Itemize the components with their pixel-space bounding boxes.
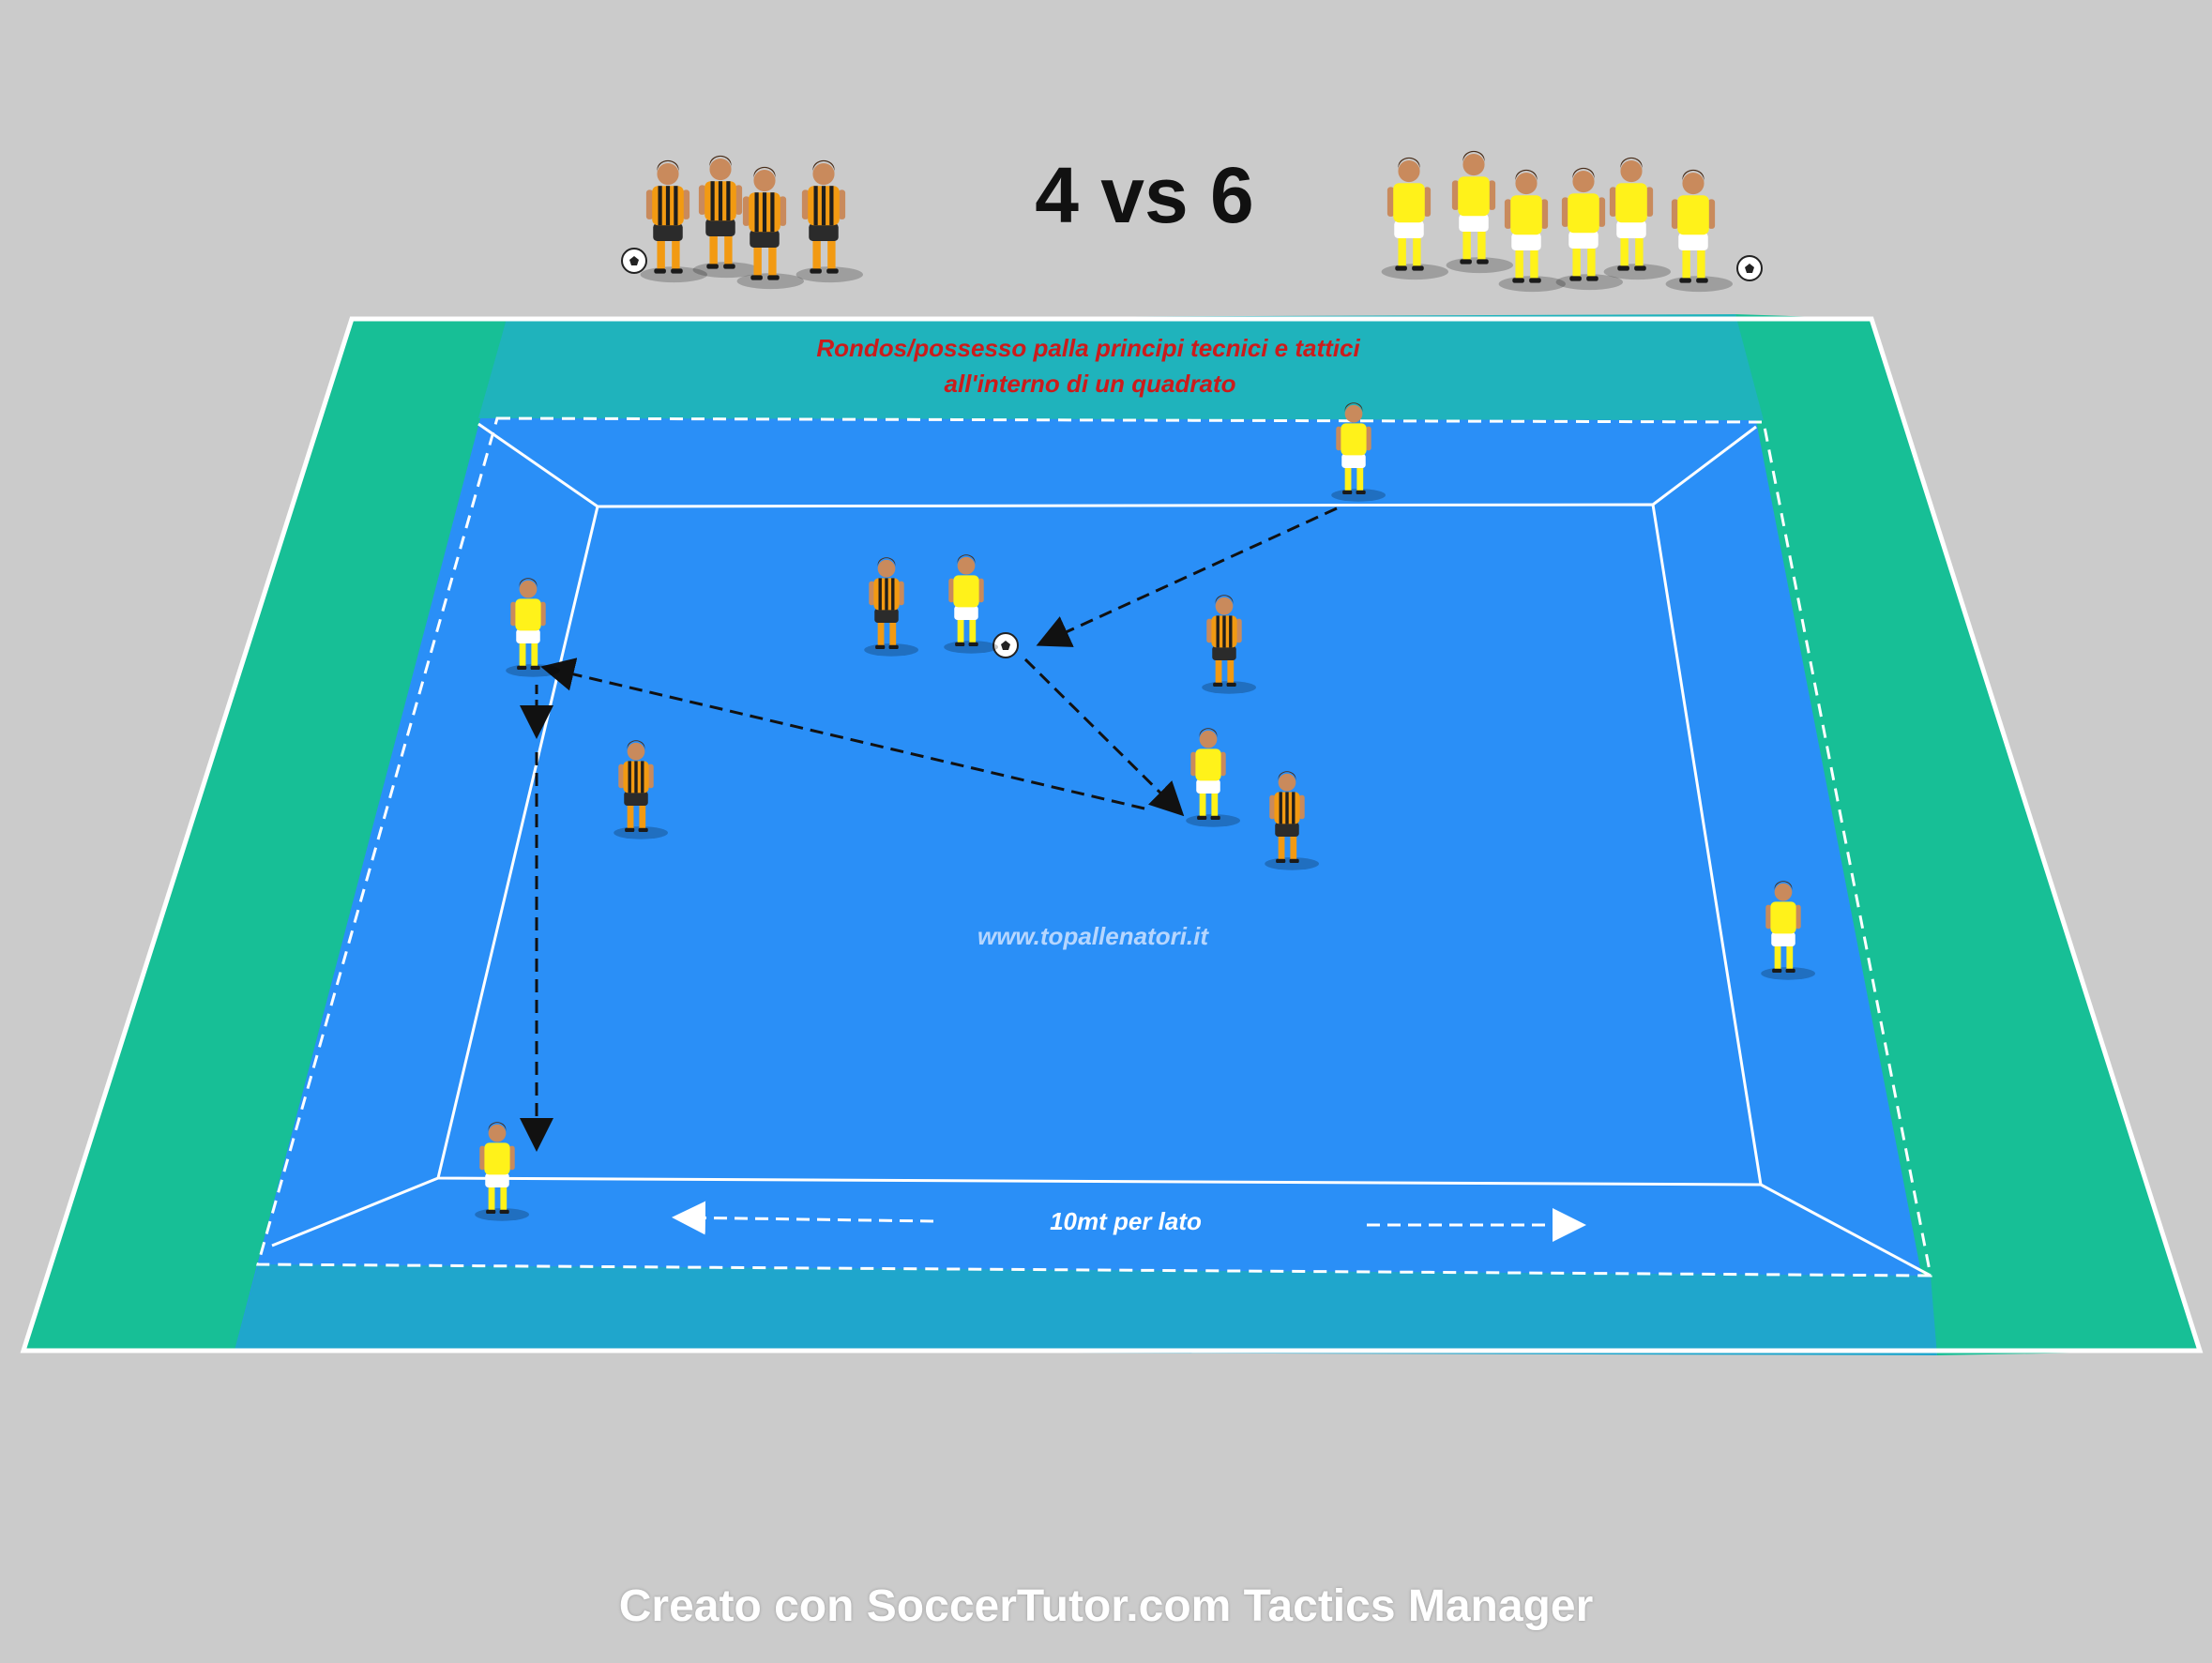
player-yellow-white-icon bbox=[1555, 167, 1623, 291]
pass-arrow-1 bbox=[1036, 506, 1338, 647]
footer-credit: Creato con SoccerTutor.com Tactics Manag… bbox=[618, 1581, 1594, 1631]
pitch-outline bbox=[20, 316, 2204, 1353]
soccer-ball-icon bbox=[1736, 255, 1763, 281]
pitch-surface bbox=[23, 319, 2200, 1351]
player-yellow-white-icon bbox=[506, 578, 560, 677]
player-orange-black-icon bbox=[736, 166, 804, 290]
player-yellow-white-icon bbox=[1665, 169, 1733, 293]
corner-line-bl bbox=[271, 1176, 439, 1247]
corner-line-br bbox=[1760, 1183, 1932, 1277]
player-yellow-white-icon bbox=[944, 554, 998, 654]
bottom-teal-band bbox=[235, 1264, 1937, 1355]
watermark-url: www.topallenatori.it bbox=[977, 922, 1209, 950]
pass-arrow-2 bbox=[1023, 658, 1185, 817]
player-yellow-white-icon bbox=[1331, 402, 1386, 502]
player-orange-black-icon bbox=[795, 159, 863, 283]
player-orange-black-icon bbox=[864, 557, 918, 657]
player-yellow-white-icon bbox=[1603, 157, 1671, 280]
player-orange-black-icon bbox=[614, 740, 668, 839]
corner-line-tl bbox=[477, 422, 598, 508]
dimension-arrow-left bbox=[672, 1201, 934, 1235]
player-yellow-white-icon bbox=[1498, 169, 1566, 293]
left-green-band bbox=[23, 319, 507, 1351]
player-orange-black-icon bbox=[692, 155, 760, 279]
player-orange-black-icon bbox=[640, 159, 707, 283]
soccer-ball-icon bbox=[621, 248, 647, 274]
drill-caption-line2: all'interno di un quadrato bbox=[945, 370, 1236, 398]
player-yellow-white-icon bbox=[475, 1122, 529, 1221]
player-yellow-white-icon bbox=[1761, 881, 1815, 980]
player-orange-black-icon bbox=[1202, 595, 1256, 694]
player-yellow-white-icon bbox=[1186, 728, 1240, 827]
corner-line-tr bbox=[1652, 425, 1757, 506]
drill-caption-line1: Rondos/possesso palla principi tecnici e… bbox=[816, 334, 1360, 362]
right-green-band bbox=[1735, 314, 2200, 1355]
top-teal-band bbox=[478, 314, 1764, 420]
dimension-label: 10mt per lato bbox=[1050, 1207, 1202, 1235]
soccer-ball-icon bbox=[992, 632, 1019, 658]
players-layer bbox=[475, 150, 1815, 1221]
player-orange-black-icon bbox=[1265, 771, 1319, 870]
player-yellow-white-icon bbox=[1446, 150, 1513, 274]
drill-title: 4 vs 6 bbox=[1035, 151, 1254, 239]
player-yellow-white-icon bbox=[1381, 157, 1448, 280]
